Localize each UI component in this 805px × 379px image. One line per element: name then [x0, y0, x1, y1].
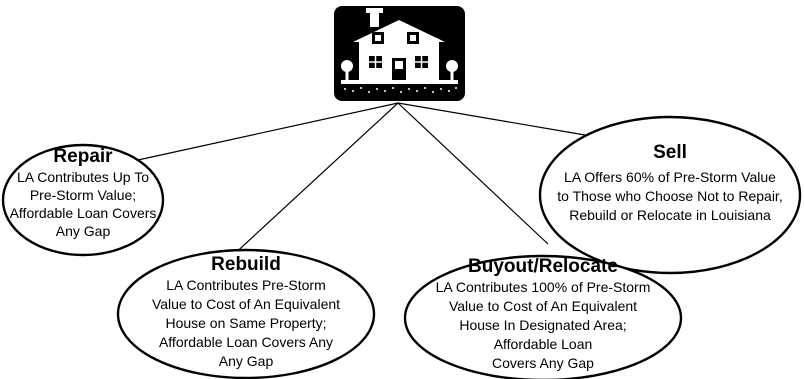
node-sell-shape	[538, 115, 802, 275]
node-buyout-shape	[403, 254, 683, 379]
connector-sell	[397, 102, 586, 136]
node-rebuild: Rebuild LA Contributes Pre-Storm Value t…	[116, 248, 376, 379]
node-repair: Repair LA Contributes Up To Pre-Storm Va…	[1, 143, 165, 257]
node-buyout-line: House In Designated Area;	[459, 317, 626, 333]
house-icon	[334, 6, 465, 101]
node-repair-line: Any Gap	[56, 223, 111, 239]
node-rebuild-shape	[116, 248, 376, 379]
connectors	[137, 102, 586, 259]
node-sell-line: LA Offers 60% of Pre-Storm Value	[564, 169, 776, 185]
connector-repair	[137, 102, 399, 161]
node-rebuild-line: Value to Cost of An Equivalent	[152, 296, 340, 312]
node-rebuild-title: Rebuild	[211, 254, 281, 275]
node-repair-line: Pre-Storm Value;	[30, 187, 136, 203]
node-buyout-line: Value to Cost of An Equivalent	[449, 298, 637, 314]
node-buyout-line: Covers Any Gap	[492, 355, 594, 371]
node-rebuild-line: House on Same Property;	[165, 315, 326, 331]
node-buyout-line: LA Contributes 100% of Pre-Storm	[436, 279, 651, 295]
node-sell-line: to Those who Choose Not to Repair,	[557, 188, 782, 204]
connector-buyout	[397, 102, 549, 245]
node-rebuild-line: Any Gap	[219, 353, 274, 369]
node-repair-title: Repair	[53, 146, 113, 167]
connector-rebuild	[229, 102, 399, 259]
node-sell: Sell LA Offers 60% of Pre-Storm Value to…	[538, 115, 802, 275]
node-sell-title: Sell	[653, 142, 687, 163]
node-repair-line: Affordable Loan Covers	[10, 205, 157, 221]
node-rebuild-line: Affordable Loan Covers Any	[159, 334, 333, 350]
node-buyout-title: Buyout/Relocate	[468, 256, 618, 277]
node-buyout-relocate: Buyout/Relocate LA Contributes 100% of P…	[403, 254, 683, 379]
node-sell-line: Rebuild or Relocate in Louisiana	[569, 207, 771, 223]
node-repair-line: LA Contributes Up To	[17, 169, 149, 185]
node-repair-shape	[1, 143, 165, 257]
node-rebuild-line: LA Contributes Pre-Storm	[166, 277, 326, 293]
node-buyout-line: Affordable Loan	[494, 336, 593, 352]
